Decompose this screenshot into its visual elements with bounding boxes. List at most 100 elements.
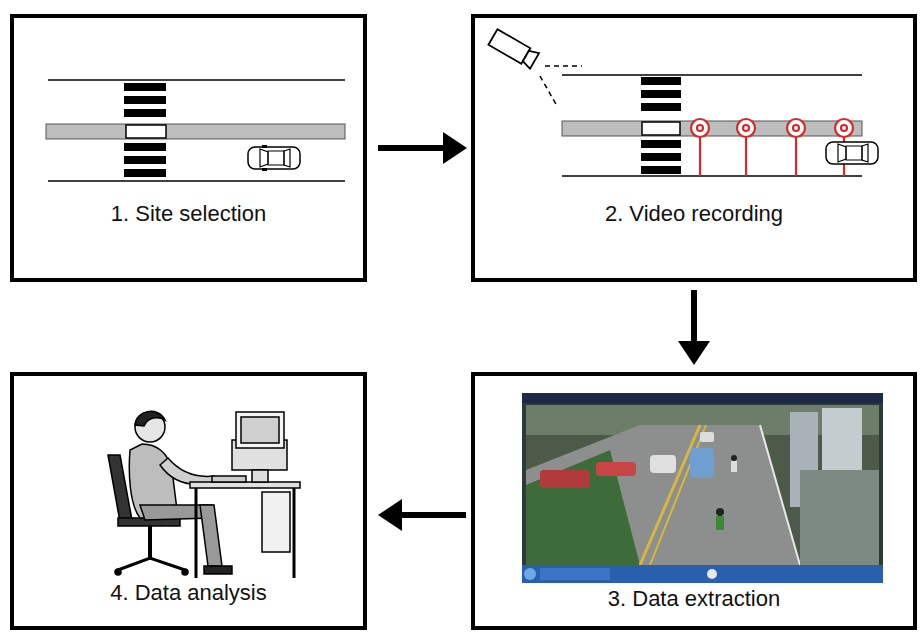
chair-base [118, 558, 185, 570]
computer-tower [262, 492, 290, 552]
marker-line [699, 137, 701, 176]
car-body [248, 147, 300, 169]
box-caption: 4. Data analysis [14, 580, 363, 606]
zebra-stripe [641, 153, 681, 161]
car [650, 455, 676, 473]
median [46, 124, 345, 139]
arrow-head [443, 132, 467, 164]
marker-line [745, 137, 747, 176]
car [540, 470, 590, 488]
marker-dot [841, 125, 847, 131]
shoe [204, 566, 232, 574]
keyboard [212, 476, 246, 482]
arrow-shaft [691, 290, 697, 343]
process-box: 4. Data analysis [10, 372, 367, 630]
arm [160, 458, 214, 484]
zebra-stripe [124, 83, 166, 91]
desk-top [190, 482, 300, 488]
car-mirror [262, 145, 267, 148]
desk-leg [195, 488, 198, 578]
arrow-head [378, 499, 402, 531]
chair-back [108, 455, 132, 522]
marker-dot [793, 125, 799, 131]
car [690, 448, 714, 478]
monitor-screen [241, 417, 279, 443]
arrow-shaft [378, 145, 445, 151]
video-frame [526, 405, 879, 565]
car-window [862, 144, 868, 162]
camera-lens [521, 48, 539, 69]
car-mirror [262, 168, 267, 171]
zebra-stripe [641, 140, 681, 148]
zebra-stripe [124, 156, 166, 164]
marker-circle [737, 119, 755, 137]
chair-wheel [115, 569, 121, 575]
pedestrian [731, 455, 737, 461]
analyst-illustration [108, 411, 300, 578]
flow-arrow [378, 499, 466, 531]
zebra-stripe [641, 77, 681, 85]
box-caption: 3. Data extraction [475, 586, 913, 612]
zebra-stripe [124, 143, 166, 151]
road-surface [526, 425, 800, 565]
head [135, 412, 165, 442]
view-line [540, 76, 557, 106]
view-line [545, 65, 582, 67]
video-screenshot [522, 393, 883, 583]
start-button [524, 568, 536, 580]
marker-circle [787, 119, 805, 137]
median [562, 121, 862, 136]
recording-setup [488, 29, 878, 176]
screen-frame [522, 393, 883, 583]
car-roof [846, 146, 862, 160]
marker-line [795, 137, 797, 176]
road-verge [526, 450, 640, 565]
road-plan [46, 80, 345, 181]
car [596, 462, 636, 476]
car-icon [248, 145, 300, 171]
box-caption: 2. Video recording [475, 201, 913, 227]
desk-leg [293, 488, 296, 578]
taskbar-item [540, 568, 610, 580]
chair-post [148, 526, 152, 560]
pedestrian [716, 516, 724, 530]
lane-marking [640, 425, 700, 565]
refuge-island [126, 125, 166, 138]
car-icon [826, 142, 878, 164]
taskbar [522, 565, 883, 583]
arrow-head [678, 341, 710, 365]
camera-icon [488, 29, 539, 69]
car-window [838, 144, 846, 162]
process-box: 3. Data extraction [471, 372, 917, 630]
refuge-island [642, 122, 680, 135]
process-box: 1. Site selection [10, 14, 367, 282]
zebra-crossing [641, 77, 681, 174]
zebra-stripe [641, 90, 681, 98]
marker-circle [835, 119, 853, 137]
car [700, 432, 714, 442]
zebra-stripe [124, 96, 166, 104]
chair-wheel [182, 569, 188, 575]
road-edge [562, 74, 862, 76]
hair [135, 411, 165, 426]
flow-arrow [678, 290, 710, 365]
pedestrian [716, 508, 724, 516]
flow-arrow [378, 132, 467, 164]
arrow-shaft [400, 512, 466, 518]
car-window [284, 149, 290, 167]
title-bar [522, 393, 883, 403]
road-edge [562, 175, 862, 177]
zebra-stripe [641, 166, 681, 174]
process-box: 2. Video recording [471, 14, 917, 282]
zebra-stripe [641, 103, 681, 111]
zebra-stripe [124, 169, 166, 177]
car-window [260, 149, 268, 167]
road-edge [48, 79, 345, 81]
monitor-stand [252, 470, 268, 482]
car-body [826, 142, 878, 164]
sidewalk [800, 470, 879, 565]
shin [200, 505, 222, 566]
